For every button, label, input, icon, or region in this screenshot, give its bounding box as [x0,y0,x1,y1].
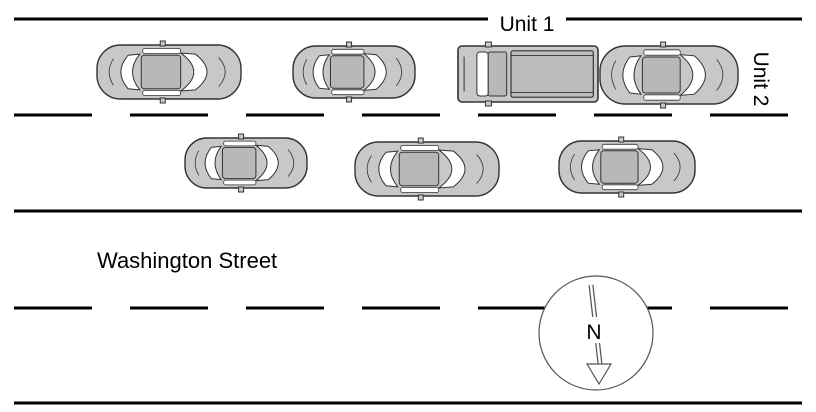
roof [641,56,681,94]
side-window [601,184,639,191]
mirror [417,194,424,201]
mirror [346,96,353,103]
street-name: Washington Street [97,248,277,273]
side-window [331,48,365,55]
rear-window [378,150,399,188]
rear-window [120,53,141,91]
unit-1-label: Unit 1 [500,13,555,36]
windshield [436,149,466,189]
side-window [223,179,257,186]
side-window [223,140,257,147]
vehicles-layer [96,40,739,201]
rear-window [204,145,223,181]
mirror [618,136,625,143]
mirror [417,137,424,144]
lane-car-2 [354,137,500,201]
rear-window [312,54,331,90]
mirror [484,41,492,48]
side-window [400,145,440,151]
lane-car-3 [558,136,696,198]
windshield [362,53,387,91]
windshield [476,51,489,97]
mirror [660,102,667,109]
unit-1-pickup-truck [457,41,599,107]
cab-roof [487,51,508,97]
mirror [159,40,166,47]
side-window [643,94,681,101]
parked-car-1 [96,40,242,104]
windshield [254,144,279,182]
rear-window [622,55,643,95]
mirror [618,191,625,198]
windshield [678,53,706,97]
hood-line [673,152,681,182]
trunk-line [570,153,575,181]
side-window [400,187,440,193]
side-window [142,90,182,96]
rear-window [580,149,601,185]
north-letter: N [586,321,601,344]
side-window [601,143,639,150]
side-window [331,89,365,96]
mirror [238,186,245,193]
mirror [346,41,353,48]
north-arrow-head [585,363,613,386]
side-window [643,49,681,56]
hood-line [395,57,403,87]
windshield [636,148,664,186]
windshield [178,52,208,92]
trunk-line [302,58,308,86]
unit-2-label: Unit 2 [749,52,772,107]
unit-1-label-background [488,8,566,34]
trunk-line [194,150,200,176]
trunk-line [611,60,617,90]
unit-2-car [599,41,739,109]
mirror [159,97,166,104]
hood-line [287,149,295,177]
roof [140,54,182,90]
roof [329,55,365,89]
hood-line [218,57,226,87]
mirror [484,100,492,107]
side-window [142,48,182,54]
roof [221,146,257,180]
truck-bed [510,50,594,98]
roof [398,151,440,187]
north-letter-background [582,317,606,343]
north-arrow: N [538,275,654,391]
mirror [660,41,667,48]
hood-line [476,154,484,184]
mirror [238,133,245,140]
roof [600,150,639,184]
parked-car-2 [292,41,416,103]
lane-car-1 [184,133,308,193]
trunk-line [108,58,114,86]
trunk-line [366,155,372,183]
hood-line [716,59,724,91]
